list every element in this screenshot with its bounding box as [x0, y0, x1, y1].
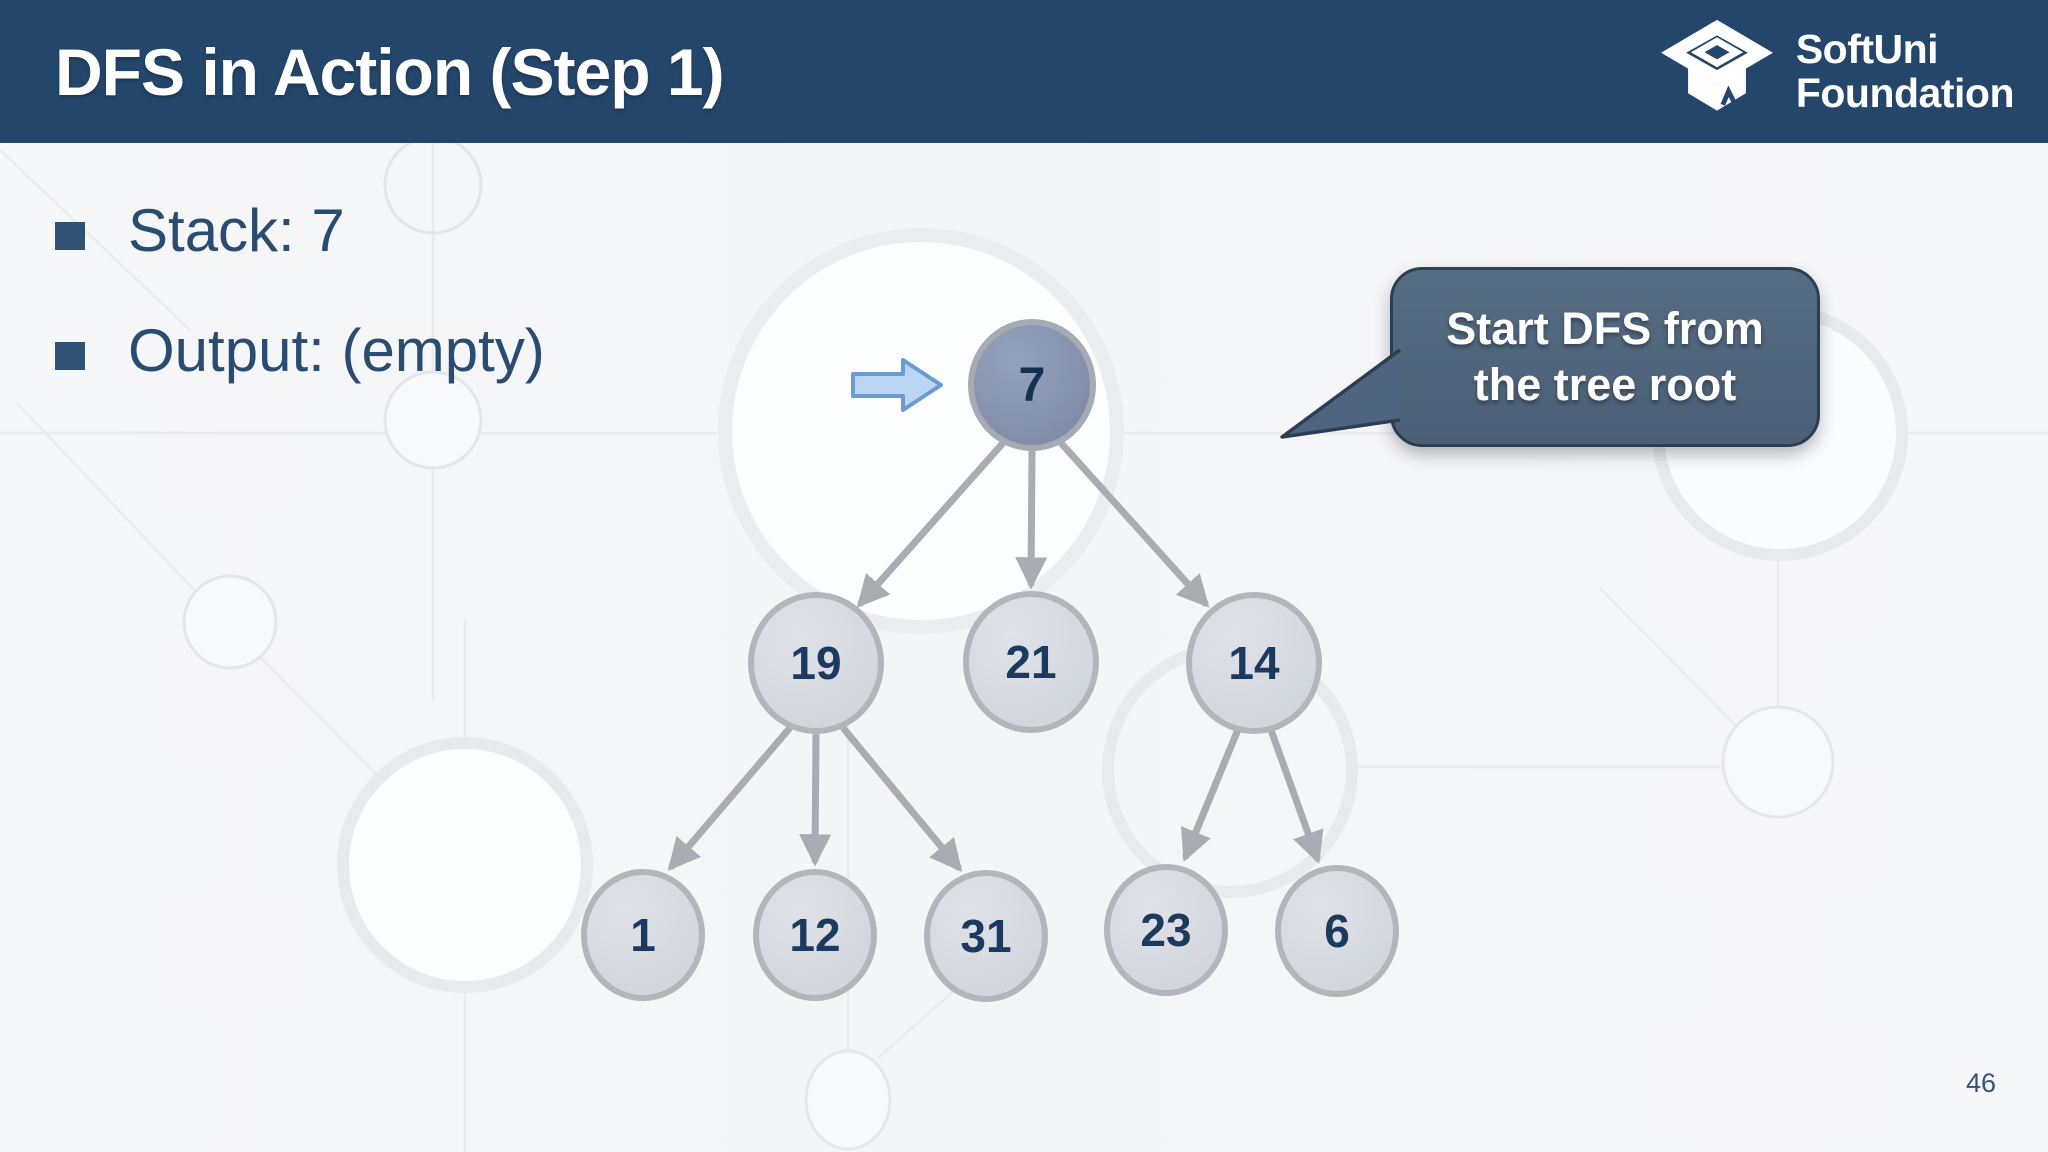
- logo-text-line1: SoftUni: [1795, 26, 1939, 73]
- tree-node-12: 12: [753, 869, 877, 1001]
- callout-line2: the tree root: [1473, 359, 1737, 410]
- node-label: 1: [630, 909, 656, 961]
- tree-node-31: 31: [924, 870, 1048, 1002]
- node-label: 21: [1005, 636, 1057, 688]
- tree-node-19: 19: [748, 592, 884, 734]
- tree-node-14: 14: [1186, 592, 1322, 734]
- logo-text-line2: Foundation: [1795, 69, 2015, 116]
- logo-text: SoftUni Foundation: [1795, 26, 2015, 116]
- header-bar: DFS in Action (Step 1) SoftUni Foundatio…: [0, 0, 2048, 143]
- node-label: 7: [1018, 358, 1046, 412]
- page-title: DFS in Action (Step 1): [55, 34, 725, 109]
- page-number: 46: [1966, 1068, 1997, 1098]
- bullet-label-stack: Stack: 7: [128, 197, 345, 264]
- node-label: 23: [1140, 904, 1192, 956]
- node-label: 12: [789, 909, 841, 961]
- tree-node-21: 21: [963, 591, 1099, 733]
- node-label: 6: [1324, 905, 1350, 957]
- node-label: 19: [790, 637, 842, 689]
- tree-node-1: 1: [581, 869, 705, 1001]
- callout-bubble: Start DFS from the tree root: [1390, 267, 1820, 447]
- node-label: 31: [960, 910, 1012, 962]
- bullet-label-output: Output: (empty): [128, 317, 545, 384]
- graduation-cap-icon: [1660, 19, 1773, 111]
- bullet-square-icon: [55, 342, 85, 370]
- bullet-square-icon: [55, 222, 85, 250]
- softuni-logo: SoftUni Foundation: [1658, 18, 2015, 126]
- tree-node-23: 23: [1104, 864, 1228, 996]
- node-label: 14: [1228, 637, 1280, 689]
- callout-line1: Start DFS from: [1446, 303, 1764, 355]
- tree-node-7: 7: [968, 319, 1096, 451]
- tree-node-6: 6: [1275, 865, 1399, 997]
